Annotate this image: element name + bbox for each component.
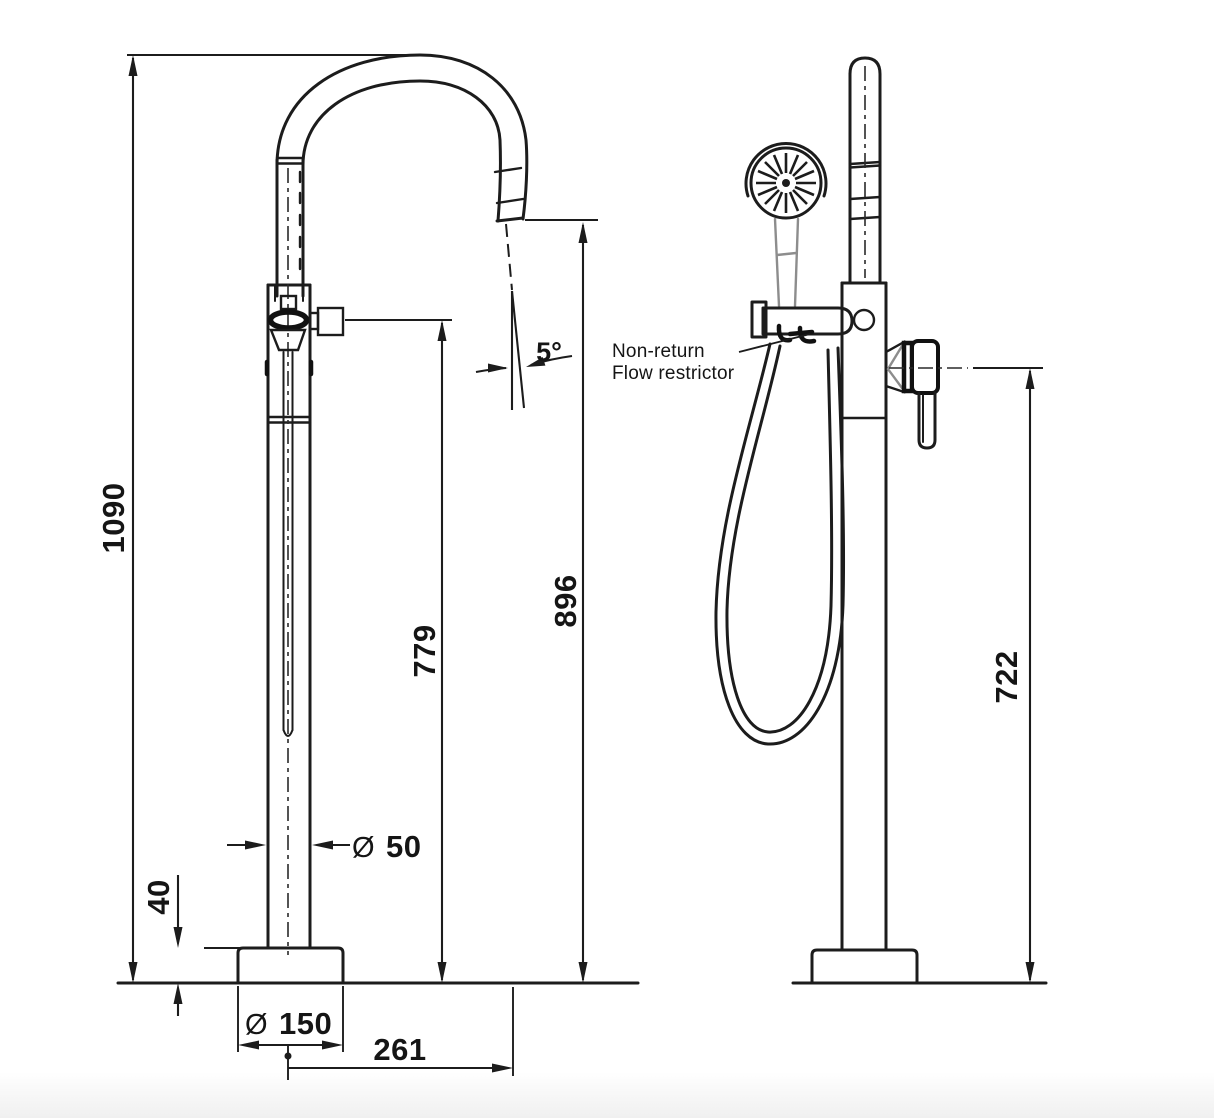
dim-label-dia150: Ø 150 <box>245 1006 332 1041</box>
outlet-angle-note: 5° <box>475 223 573 410</box>
dim-label-261: 261 <box>373 1032 426 1067</box>
dim-label-896: 896 <box>548 574 583 627</box>
dim-base-diameter: Ø 150 <box>237 986 344 1052</box>
shower-bracket <box>750 300 854 344</box>
shower-head-face <box>749 146 823 220</box>
lever-pin <box>917 391 937 450</box>
non-return-note: Non-return Flow restrictor <box>612 333 811 384</box>
gooseneck-spout <box>275 53 529 298</box>
swivel-cartridge <box>267 294 310 352</box>
base-side <box>810 948 919 985</box>
hose-fitting-right <box>797 325 817 344</box>
column <box>264 168 314 955</box>
spout-pipe-side <box>848 56 882 285</box>
page-shading <box>0 1072 1214 1118</box>
side-knob <box>308 306 345 337</box>
shower-handle <box>773 217 800 308</box>
mixer-lever-handle <box>884 339 940 450</box>
dim-label-779: 779 <box>407 624 442 677</box>
dim-label-40: 40 <box>141 879 176 914</box>
dim-base-thickness: 40 <box>141 875 241 1016</box>
mixer-body <box>840 281 888 952</box>
dim-label-1090: 1090 <box>96 483 131 554</box>
dim-label-722: 722 <box>989 650 1024 703</box>
note-leader-line <box>738 333 811 353</box>
dim-spout-outlet-height: 896 <box>525 219 598 983</box>
shower-head-spokes <box>756 153 816 213</box>
dim-column-diameter: Ø 50 <box>227 829 422 864</box>
shower-hose <box>714 342 846 746</box>
right-view-side <box>714 56 968 985</box>
hand-shower <box>744 142 828 308</box>
base-front <box>236 946 345 985</box>
body-port <box>852 308 876 332</box>
left-view-front: 5° <box>236 53 573 985</box>
dim-overall-height: 1090 <box>96 54 420 983</box>
dim-handle-height: 722 <box>973 367 1043 983</box>
note-text-line2: Flow restrictor <box>612 363 735 384</box>
outlet-angle-label: 5° <box>536 337 562 367</box>
shower-head-center <box>782 179 790 187</box>
dim-side-outlet-height: 779 <box>345 319 452 983</box>
dim-spout-reach: 261 <box>284 987 514 1080</box>
shower-head-shell <box>744 142 828 198</box>
dim-label-dia50: Ø 50 <box>352 829 422 864</box>
note-text-line1: Non-return <box>612 341 705 362</box>
